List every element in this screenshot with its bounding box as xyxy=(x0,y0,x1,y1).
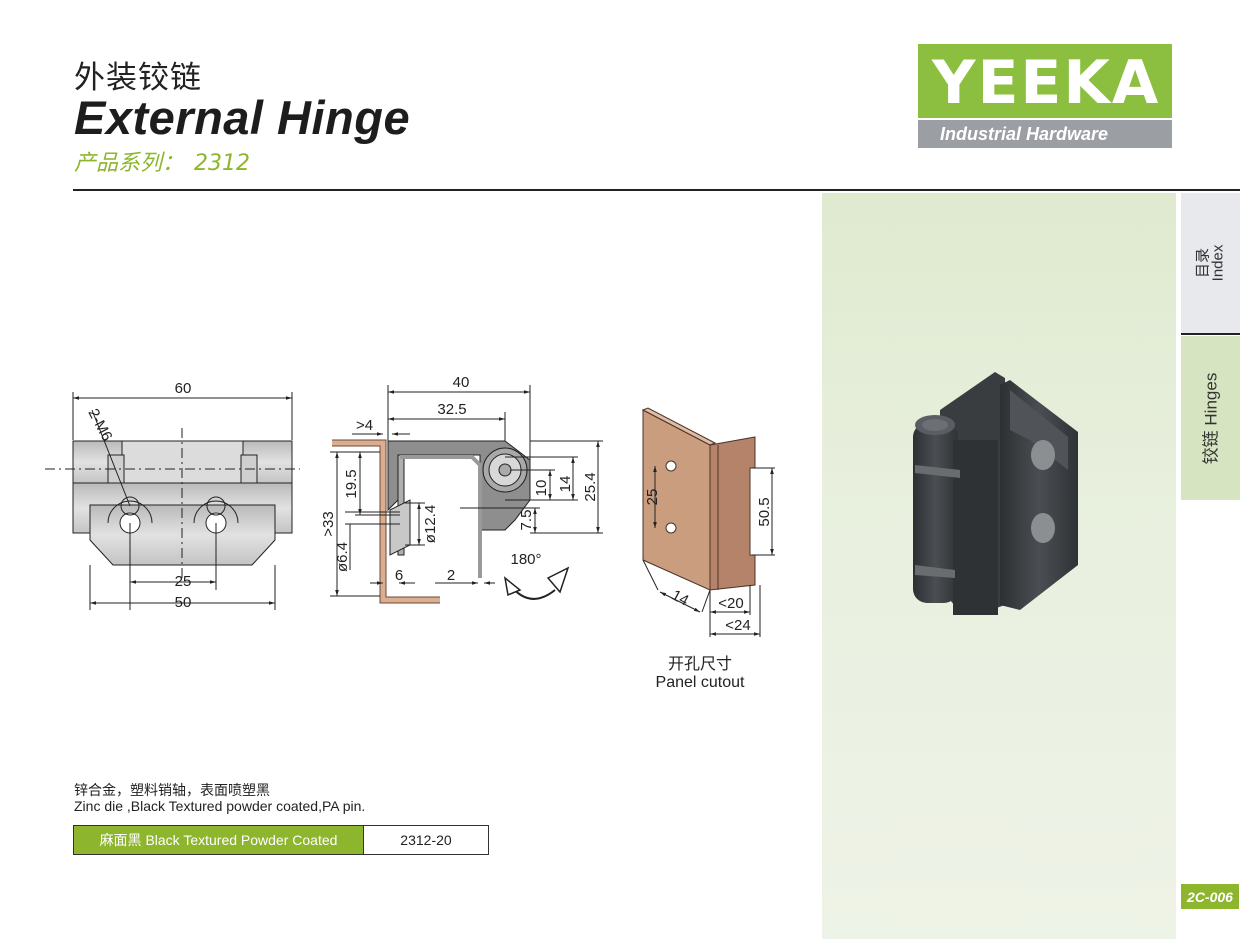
material-description-en: Zinc die ,Black Textured powder coated,P… xyxy=(74,798,366,814)
dim-6: 6 xyxy=(395,567,403,584)
page-number: 2C-006 xyxy=(1181,884,1239,909)
dim-pin-offset: 32.5 xyxy=(437,401,466,418)
dim-bore: ø6.4 xyxy=(334,542,351,572)
dim-base-width: 50 xyxy=(175,594,192,611)
side-view-drawing xyxy=(330,385,603,604)
panel-cutout-drawing xyxy=(641,407,775,637)
dim-countersink: ø12.4 xyxy=(422,505,439,543)
cutout-hole-pitch: 25 xyxy=(644,489,661,506)
front-view-drawing xyxy=(45,392,300,610)
series-label: 产品系列： xyxy=(74,151,185,176)
tab-hinges[interactable]: 铰链 Hinges xyxy=(1181,336,1240,500)
title-chinese: 外装铰链 xyxy=(74,60,202,96)
brand-logo: YEEKA Industrial Hardware xyxy=(918,44,1172,148)
dim-height: 25.4 xyxy=(582,472,599,501)
cutout-caption-en: Panel cutout xyxy=(655,674,745,691)
dim-thread: 2-M6 xyxy=(84,406,115,444)
cutout-width-outer: <24 xyxy=(725,617,750,634)
dim-depth: 40 xyxy=(453,374,470,391)
finish-table-row: 麻面黑 Black Textured Powder Coated 2312-20 xyxy=(73,825,489,855)
dim-10: 10 xyxy=(533,480,550,497)
logo-tagline: Industrial Hardware xyxy=(940,124,1109,144)
rotation-angle: 180° xyxy=(510,551,541,568)
hinge-product-image xyxy=(913,372,1078,615)
part-number-cell: 2312-20 xyxy=(400,832,452,848)
page-title: External Hinge xyxy=(74,91,411,144)
header-divider xyxy=(73,189,1240,191)
series-value: 2312 xyxy=(194,151,251,176)
dim-19-5: 19.5 xyxy=(343,469,360,498)
cutout-width-inner: <20 xyxy=(718,595,743,612)
product-series: 产品系列： 2312 xyxy=(74,145,250,177)
dim-hole-pitch: 25 xyxy=(175,573,192,590)
dim-7-5: 7.5 xyxy=(518,510,535,531)
material-description-cn: 锌合金，塑料销轴，表面喷塑黑 xyxy=(74,783,270,799)
logo-wordmark: YEEKA xyxy=(932,48,1161,118)
dim-panel-min: >33 xyxy=(320,511,337,536)
cutout-height: 50.5 xyxy=(756,497,773,526)
cutout-caption-cn: 开孔尺寸 xyxy=(667,654,732,673)
cutout-depth: 14 xyxy=(669,587,692,610)
dim-width: 60 xyxy=(175,380,192,397)
dim-min-gap: >4 xyxy=(356,417,373,434)
finish-cell: 麻面黑 Black Textured Powder Coated xyxy=(74,826,364,854)
dim-2: 2 xyxy=(447,567,455,584)
dim-14: 14 xyxy=(557,476,574,493)
